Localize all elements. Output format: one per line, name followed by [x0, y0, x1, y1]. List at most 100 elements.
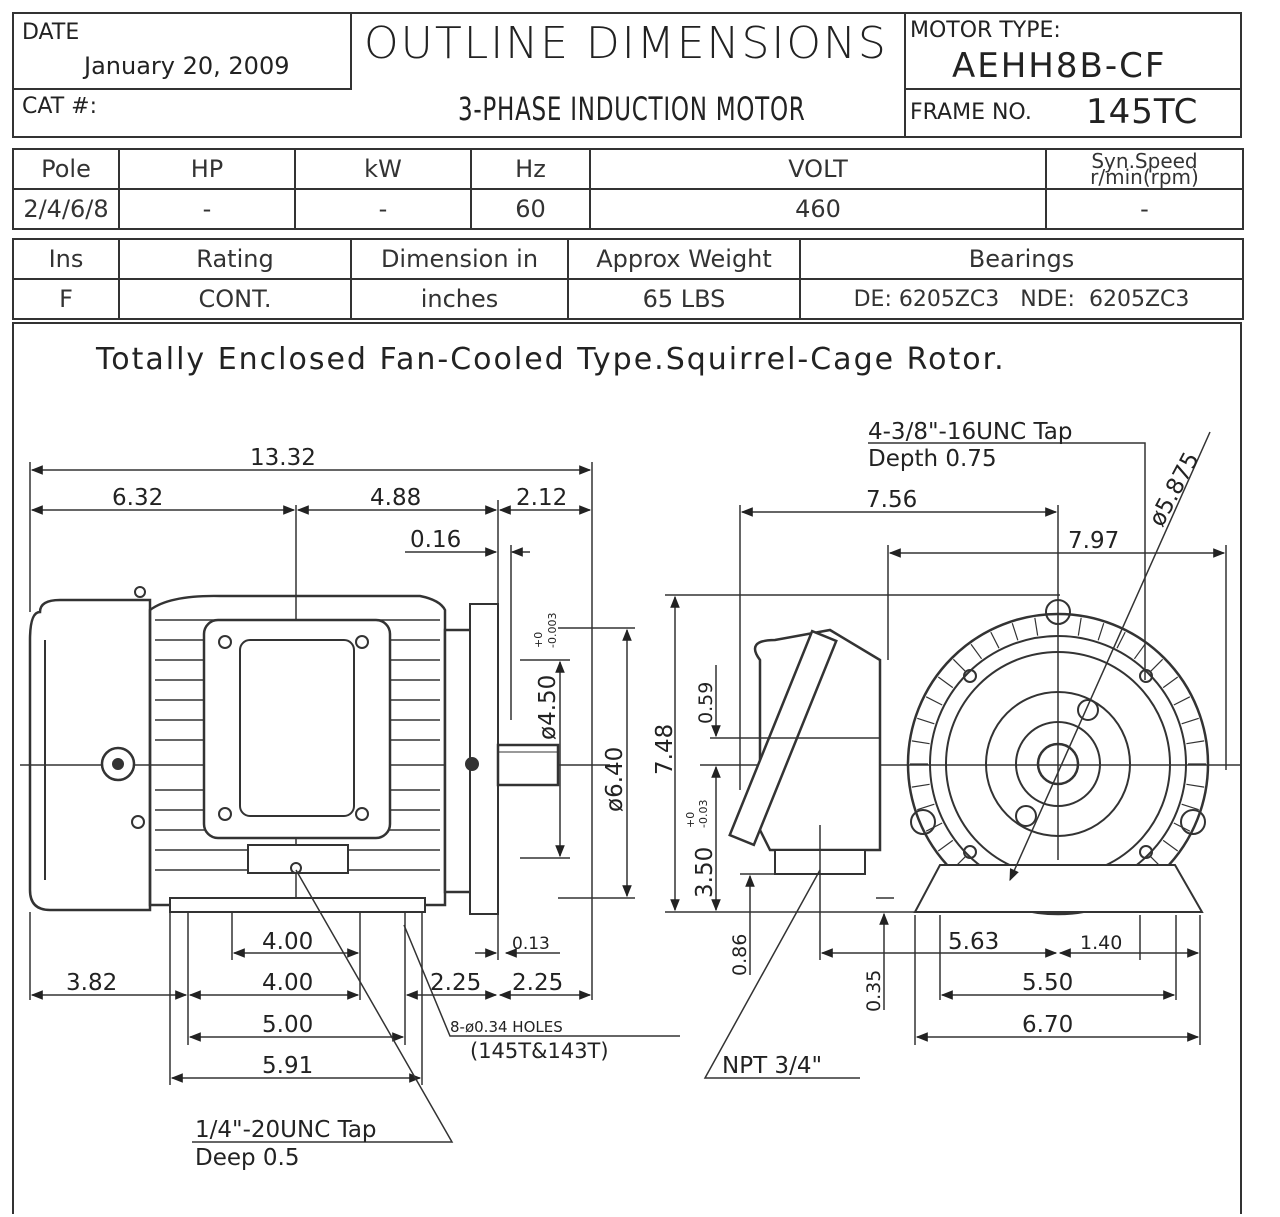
header-kw: kW	[294, 148, 472, 190]
spec-table-electrical-values: 2/4/6/8 - - 60 460 -	[12, 188, 1244, 230]
terminal-screw-tr	[355, 635, 369, 649]
label-2-12: 2.12	[516, 485, 567, 511]
terminal-box-cover	[239, 639, 355, 817]
radial-fin	[1034, 617, 1039, 636]
terminal-screw-tl	[218, 635, 232, 649]
bolt-hole-tr	[1139, 669, 1153, 683]
label-holes-note: 8-ø0.34 HOLES	[450, 1018, 563, 1036]
radial-fin	[1162, 839, 1179, 852]
motor-type-label: MOTOR TYPE:	[910, 18, 1061, 43]
fan-cover	[28, 598, 152, 912]
drawing-title: OUTLINE DIMENSIONS	[364, 18, 888, 69]
radial-fin	[925, 696, 943, 706]
terminal-screw-br	[355, 807, 369, 821]
header-pole: Pole	[12, 148, 120, 190]
label-13-32: 13.32	[250, 445, 316, 471]
drawing-sheet: DATE January 20, 2009 CAT #: OUTLINE DIM…	[12, 12, 1244, 1214]
header-hp: HP	[118, 148, 296, 190]
lifting-eye-inner	[112, 758, 124, 770]
label-4-88: 4.88	[370, 485, 421, 511]
label-5-50: 5.50	[1022, 970, 1073, 996]
label-6-32: 6.32	[112, 485, 163, 511]
radial-fin	[1162, 676, 1179, 689]
header-weight: Approx Weight	[567, 238, 801, 280]
label-4-00-b: 4.00	[262, 970, 313, 996]
pilot-inner	[1015, 721, 1101, 807]
header-volt: VOLT	[589, 148, 1047, 190]
date-value: January 20, 2009	[84, 52, 290, 80]
npt-leader	[703, 869, 860, 1079]
radial-fin	[970, 643, 983, 660]
radial-fin	[1133, 643, 1146, 660]
value-volt: 460	[589, 188, 1047, 230]
label-5-91: 5.91	[262, 1053, 313, 1079]
value-syn-speed: -	[1045, 188, 1244, 230]
pilot-outer	[985, 691, 1131, 837]
title-cell	[350, 12, 906, 138]
value-ins: F	[12, 278, 120, 320]
end-dimension-labels: 4-3/8"-16UNC Tap Depth 0.75 ø5.875 7.56 …	[652, 419, 1205, 1079]
label-7-97: 7.97	[1068, 528, 1119, 554]
label-5-00: 5.00	[262, 1012, 313, 1038]
radial-fin	[1149, 658, 1164, 673]
label-6-70: 6.70	[1022, 1012, 1073, 1038]
drawing-subtitle: 3-PHASE INDUCTION MOTOR	[458, 90, 806, 128]
label-4-00-a: 4.00	[262, 929, 313, 955]
cat-label: CAT #:	[22, 94, 97, 119]
label-5-63: 5.63	[948, 929, 999, 955]
label-4-50-tol-bottom: -0.003	[546, 613, 559, 648]
drain-bolt	[465, 757, 479, 771]
label-end-tap-note-2: Depth 0.75	[868, 446, 997, 472]
mounting-foot	[169, 897, 426, 913]
radial-fin	[917, 803, 935, 811]
terminal-box-base	[247, 844, 349, 874]
label-3-50: 3.50	[692, 847, 718, 898]
label-3-50-tol-top: +0	[684, 812, 697, 828]
header-syn-speed: Syn.Speed r/min(rpm)	[1045, 148, 1244, 190]
label-1-40: 1.40	[1080, 932, 1122, 954]
radial-fin	[1077, 617, 1082, 636]
motor-type-cell	[904, 12, 1242, 90]
bolt-hole-tl	[963, 669, 977, 683]
fan-screw-top	[134, 586, 146, 598]
spec-table-mechanical-header: Ins Rating Dimension in Approx Weight Be…	[12, 238, 1244, 280]
motor-type-value: AEHH8B-CF	[952, 46, 1167, 86]
lug-left	[910, 809, 936, 835]
label-3-82: 3.82	[66, 970, 117, 996]
radial-fin	[1181, 803, 1199, 811]
radial-fin	[1097, 623, 1105, 641]
lug-right	[1180, 809, 1206, 835]
motor-frame	[148, 594, 447, 907]
header-ins: Ins	[12, 238, 120, 280]
label-3-50-tol-bottom: -0.03	[697, 800, 710, 828]
tap-hole-2	[1015, 805, 1037, 827]
radial-fin	[911, 783, 930, 788]
side-dimension-lines	[29, 462, 680, 1143]
label-6-40: ø6.40	[602, 747, 628, 812]
label-0-86: 0.86	[729, 934, 751, 976]
shaft	[496, 743, 560, 787]
label-0-35: 0.35	[863, 970, 885, 1012]
spec-table-mechanical: Ins Rating Dimension in Approx Weight Be…	[12, 238, 1244, 320]
radial-fin	[1011, 623, 1019, 641]
grounding-screw	[290, 862, 302, 874]
header-dimension: Dimension in	[350, 238, 569, 280]
side-dimension-labels: 13.32 6.32 4.88 2.12 0.16 ø4.50 +0 -0.00…	[66, 445, 628, 1171]
shaft-end	[1036, 742, 1080, 786]
holes-leader	[403, 924, 680, 1037]
frame-outline	[906, 612, 1210, 916]
value-dimension: inches	[350, 278, 569, 320]
radial-fin	[937, 839, 954, 852]
radial-fin	[1173, 696, 1191, 706]
end-view	[700, 585, 1240, 916]
end-dimension-lines	[665, 431, 1227, 1079]
label-0-16: 0.16	[410, 527, 461, 553]
radial-fin	[1186, 783, 1205, 788]
radial-fin	[911, 740, 930, 745]
label-tap-note-1: 1/4"-20UNC Tap	[195, 1117, 377, 1143]
value-pole: 2/4/6/8	[12, 188, 120, 230]
spec-table-electrical: Pole HP kW Hz VOLT Syn.Speed r/min(rpm) …	[12, 148, 1244, 230]
label-2-25-b: 2.25	[512, 970, 563, 996]
header-rating: Rating	[118, 238, 352, 280]
value-weight: 65 LBS	[567, 278, 801, 320]
